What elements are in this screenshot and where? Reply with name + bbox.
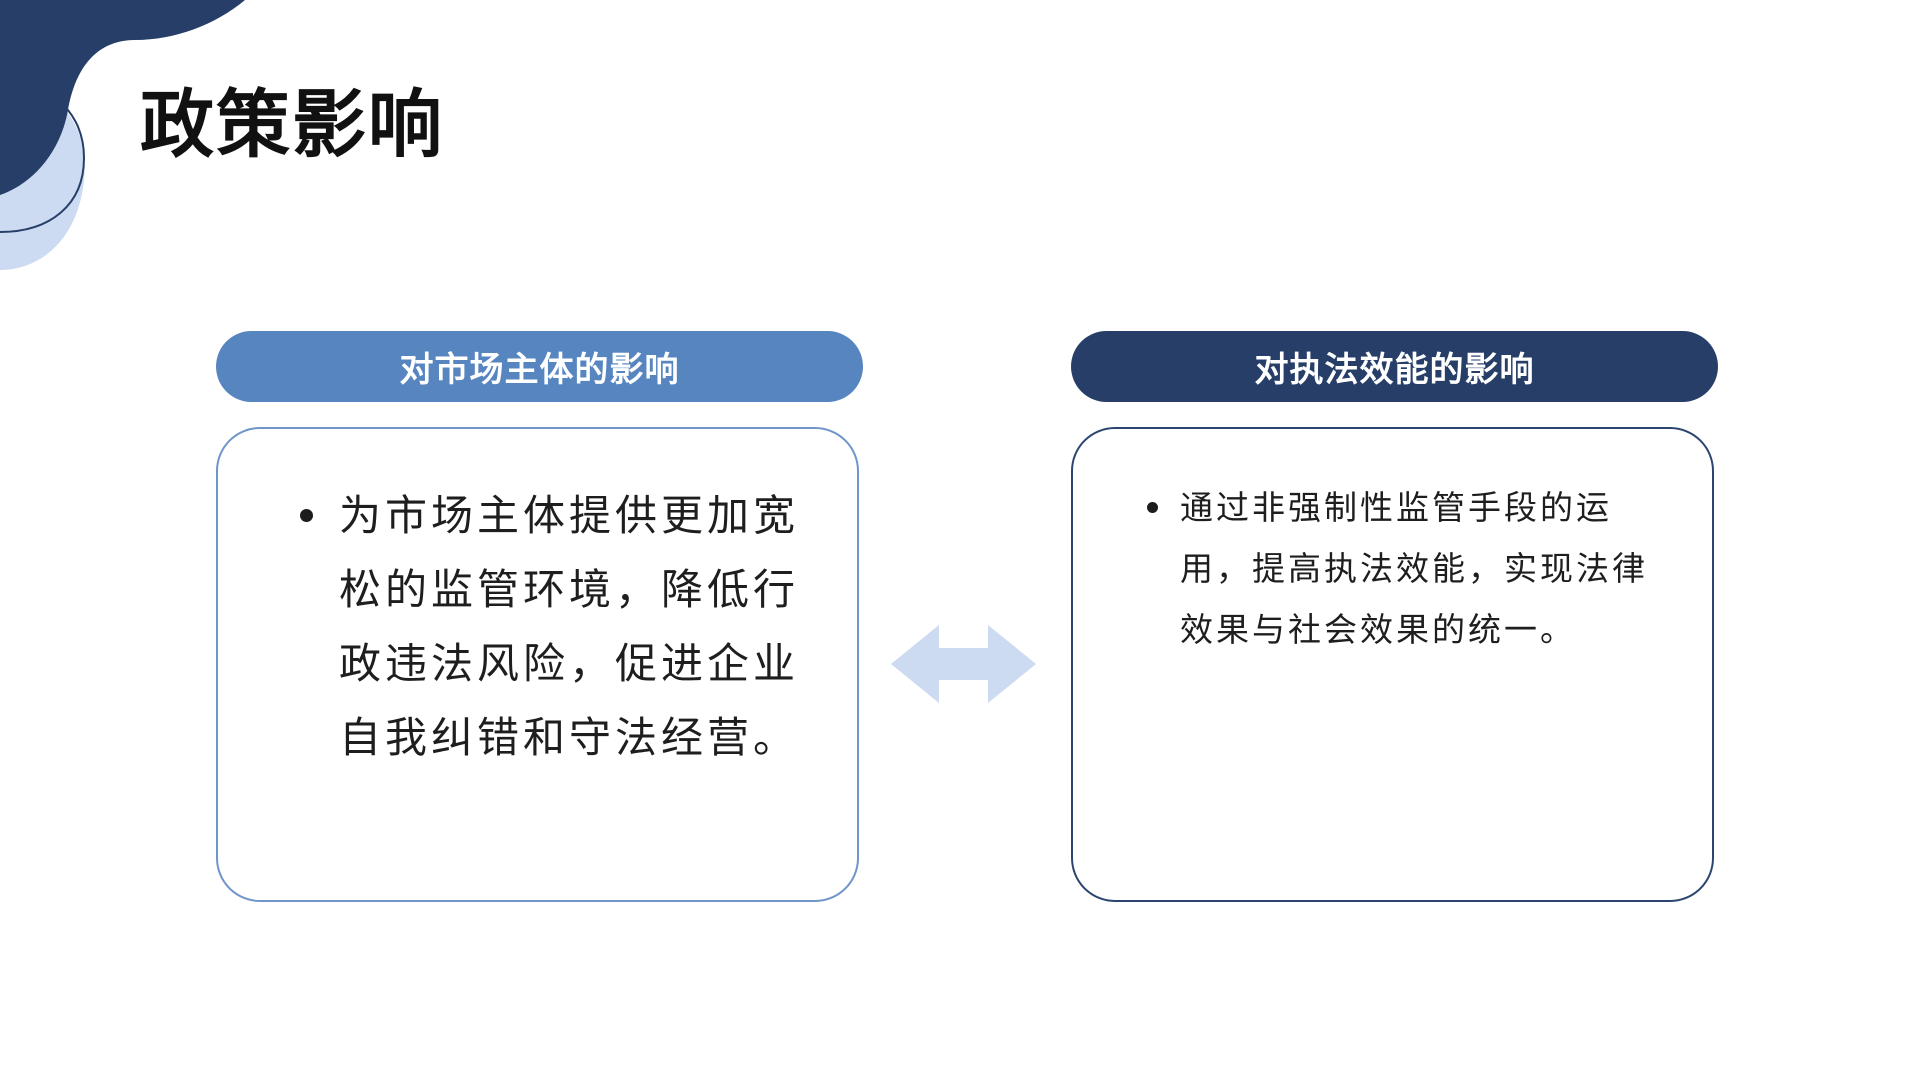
double-arrow-icon	[891, 625, 1036, 703]
page-title: 政策影响	[140, 82, 444, 168]
right-bullet-item: 通过非强制性监管手段的运用，提高执法效能，实现法律效果与社会效果的统一。	[1147, 477, 1675, 660]
right-panel-heading: 对执法效能的影响	[1071, 331, 1718, 402]
right-panel-card: 通过非强制性监管手段的运用，提高执法效能，实现法律效果与社会效果的统一。	[1071, 427, 1714, 902]
right-bullet-text: 通过非强制性监管手段的运用，提高执法效能，实现法律效果与社会效果的统一。	[1180, 488, 1648, 649]
corner-outline-ring	[0, 99, 86, 233]
bullet-icon	[300, 509, 313, 522]
left-panel-card: 为市场主体提供更加宽松的监管环境，降低行政违法风险，促进企业自我纠错和守法经营。	[216, 427, 859, 902]
left-bullet-item: 为市场主体提供更加宽松的监管环境，降低行政违法风险，促进企业自我纠错和守法经营。	[300, 479, 810, 775]
corner-decoration	[0, 0, 245, 270]
left-panel-heading: 对市场主体的影响	[216, 331, 863, 402]
corner-dark-blob	[0, 0, 245, 195]
bullet-icon	[1147, 502, 1158, 513]
left-bullet-text: 为市场主体提供更加宽松的监管环境，降低行政违法风险，促进企业自我纠错和守法经营。	[339, 491, 800, 762]
